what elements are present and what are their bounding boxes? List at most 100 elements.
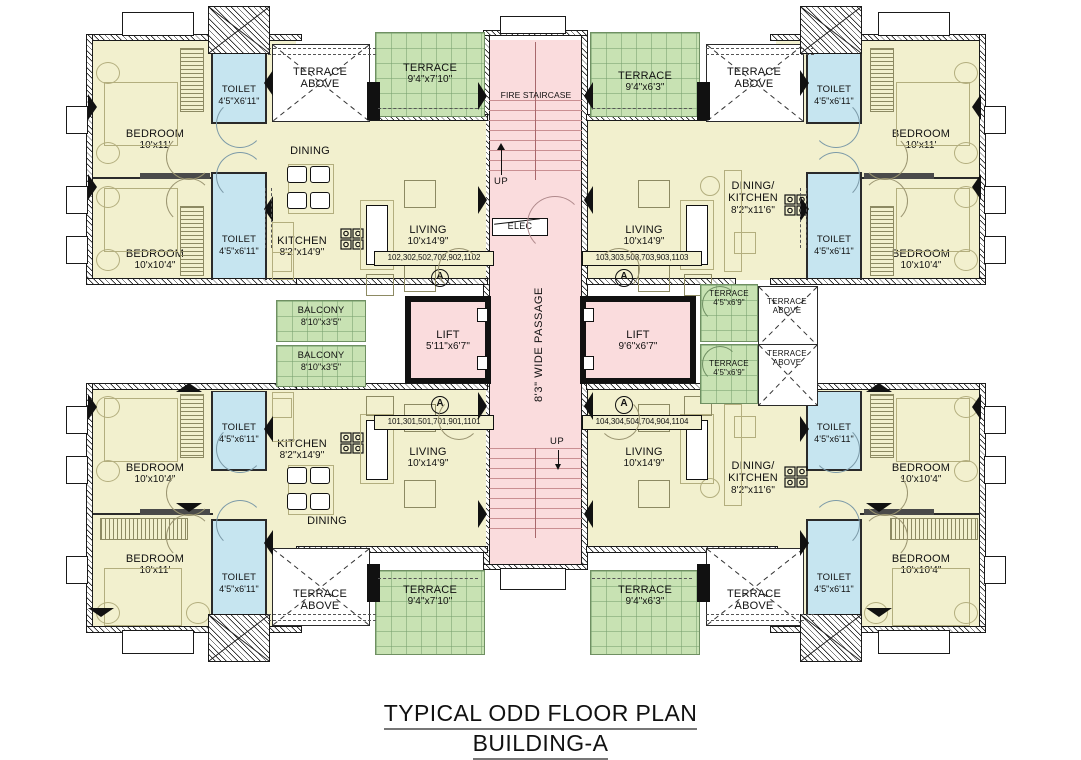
bl-bedroom-1-door-arc (166, 470, 212, 516)
lift-left-door-bottom (477, 356, 488, 370)
dash-terr-tl (378, 108, 478, 109)
terrace-above-bottom-right (706, 548, 804, 626)
tl-hob-icon (340, 228, 364, 250)
br-wardrobe-1 (870, 394, 894, 458)
jamb-core-r1 (584, 82, 593, 110)
br-toilet-2 (808, 520, 860, 625)
terrace-bottom-left (375, 570, 485, 655)
tl-dining-chair-1 (287, 166, 307, 183)
bl-bed-1 (104, 398, 178, 462)
bl-sidetable-1 (96, 396, 120, 418)
jamb-tl-t1 (264, 70, 273, 96)
bl-bedroom-door-slab (140, 509, 210, 515)
column-tr-terrace (697, 82, 710, 120)
jamb-core-r4 (584, 500, 593, 528)
bl-chair-b (404, 480, 436, 508)
proj-bottom-left (122, 630, 194, 654)
dash-terr-tr (592, 108, 692, 109)
br-bedroom-door-slab (864, 509, 934, 515)
proj-left-4 (66, 406, 88, 434)
core-proj-top (500, 16, 566, 34)
br-bedroom-1-door-arc (862, 470, 908, 516)
duct-top-right (800, 6, 862, 54)
column-br-terrace (697, 564, 710, 602)
lift-right[interactable] (586, 302, 690, 378)
lift-left[interactable] (411, 302, 485, 378)
dash-guide-8 (706, 620, 814, 621)
dash-terr-br (592, 578, 692, 579)
proj-left-3 (66, 236, 88, 264)
tl-toilet-2-door-arc (216, 152, 264, 200)
bl-entry-door-arc (438, 398, 480, 440)
br-hob-icon (784, 466, 808, 488)
unit-marker-top-right: A (615, 269, 633, 287)
terrace-top-right (590, 32, 700, 117)
terrace-above-top-left (272, 44, 370, 122)
unit-marker-top-left: A (431, 269, 449, 287)
jamb-bl-t1 (264, 416, 273, 442)
duct-bottom-right (800, 614, 862, 662)
jamb-tr-t1 (800, 70, 809, 96)
br-sidetable-3 (954, 602, 978, 624)
tr-bedroom-1-door-arc (862, 134, 908, 180)
jamb-tl-1 (88, 94, 97, 120)
bl-wardrobe-1 (180, 394, 204, 458)
balcony-lower (276, 345, 366, 387)
proj-right-1 (984, 106, 1006, 134)
br-toilet-1-door-arc (812, 425, 860, 473)
tr-wash-basin (700, 176, 720, 196)
tr-toilet-1-door-arc (812, 100, 860, 148)
jamb-tr-t2 (800, 196, 809, 222)
proj-top-left (122, 12, 194, 36)
jamb-core-r3 (584, 392, 593, 420)
jamb-br-1 (972, 394, 981, 420)
tl-wardrobe-1 (180, 48, 204, 112)
bl-wall-bottom (86, 626, 302, 633)
bl-toilet-2-door-arc (216, 500, 264, 548)
up-arrow-lower-head (555, 464, 561, 470)
bl-bedroom-2-door-arc (166, 514, 212, 560)
dash-guide-4 (706, 54, 814, 55)
bl-dining-chair-3 (287, 493, 307, 510)
tl-sidetable-2 (96, 142, 120, 164)
tr-kitchen-sink (734, 232, 756, 254)
tl-sofa-outline (360, 200, 394, 270)
proj-left-1 (66, 106, 88, 134)
tl-dining-chair-4 (310, 192, 330, 209)
tr-sidetable-1 (954, 62, 978, 84)
proj-top-right (878, 12, 950, 36)
dash-guide-2 (268, 54, 376, 55)
up-arrow-upper-head (497, 143, 505, 150)
tr-bed-2 (896, 188, 970, 252)
tl-living-wall-bottom (296, 278, 488, 285)
unit-numbers-top-right: 103,303,503,703,903,1103 (582, 251, 702, 266)
unit-marker-bottom-right: A (615, 396, 633, 414)
jamb-core-l1 (478, 82, 487, 110)
tr-kitchen-counter (724, 170, 742, 272)
tr-sidetable-4 (954, 249, 978, 271)
dash-guide-12 (806, 188, 807, 248)
bl-sidetable-2 (96, 460, 120, 482)
core-door-arc (527, 196, 583, 252)
lower-stair-treads (489, 448, 582, 538)
balcony-upper (276, 300, 366, 342)
dash-guide-7 (706, 614, 814, 615)
jamb-core-r2 (584, 186, 593, 214)
dash-guide-6 (268, 620, 376, 621)
br-bed-1 (896, 398, 970, 462)
column-tl-terrace (367, 82, 380, 120)
terrace-bottom-right (590, 570, 700, 655)
tr-bed-1 (896, 82, 970, 146)
tl-entry-door-arc (438, 248, 480, 290)
up-label-lower: UP (550, 436, 565, 447)
jamb-bl-2 (88, 608, 114, 617)
tr-bedroom-2-door-arc (862, 178, 908, 224)
br-sofa-outline (680, 414, 714, 484)
duct-top-left (208, 6, 270, 54)
bl-bed-2 (104, 568, 182, 626)
bl-dining-chair-1 (287, 467, 307, 484)
br-sidetable-4 (864, 602, 888, 624)
unit-numbers-top-left: 102,302,502,702,902,1102 (374, 251, 494, 266)
up-label-upper: UP (494, 176, 509, 187)
br-sidetable-2 (954, 460, 978, 482)
